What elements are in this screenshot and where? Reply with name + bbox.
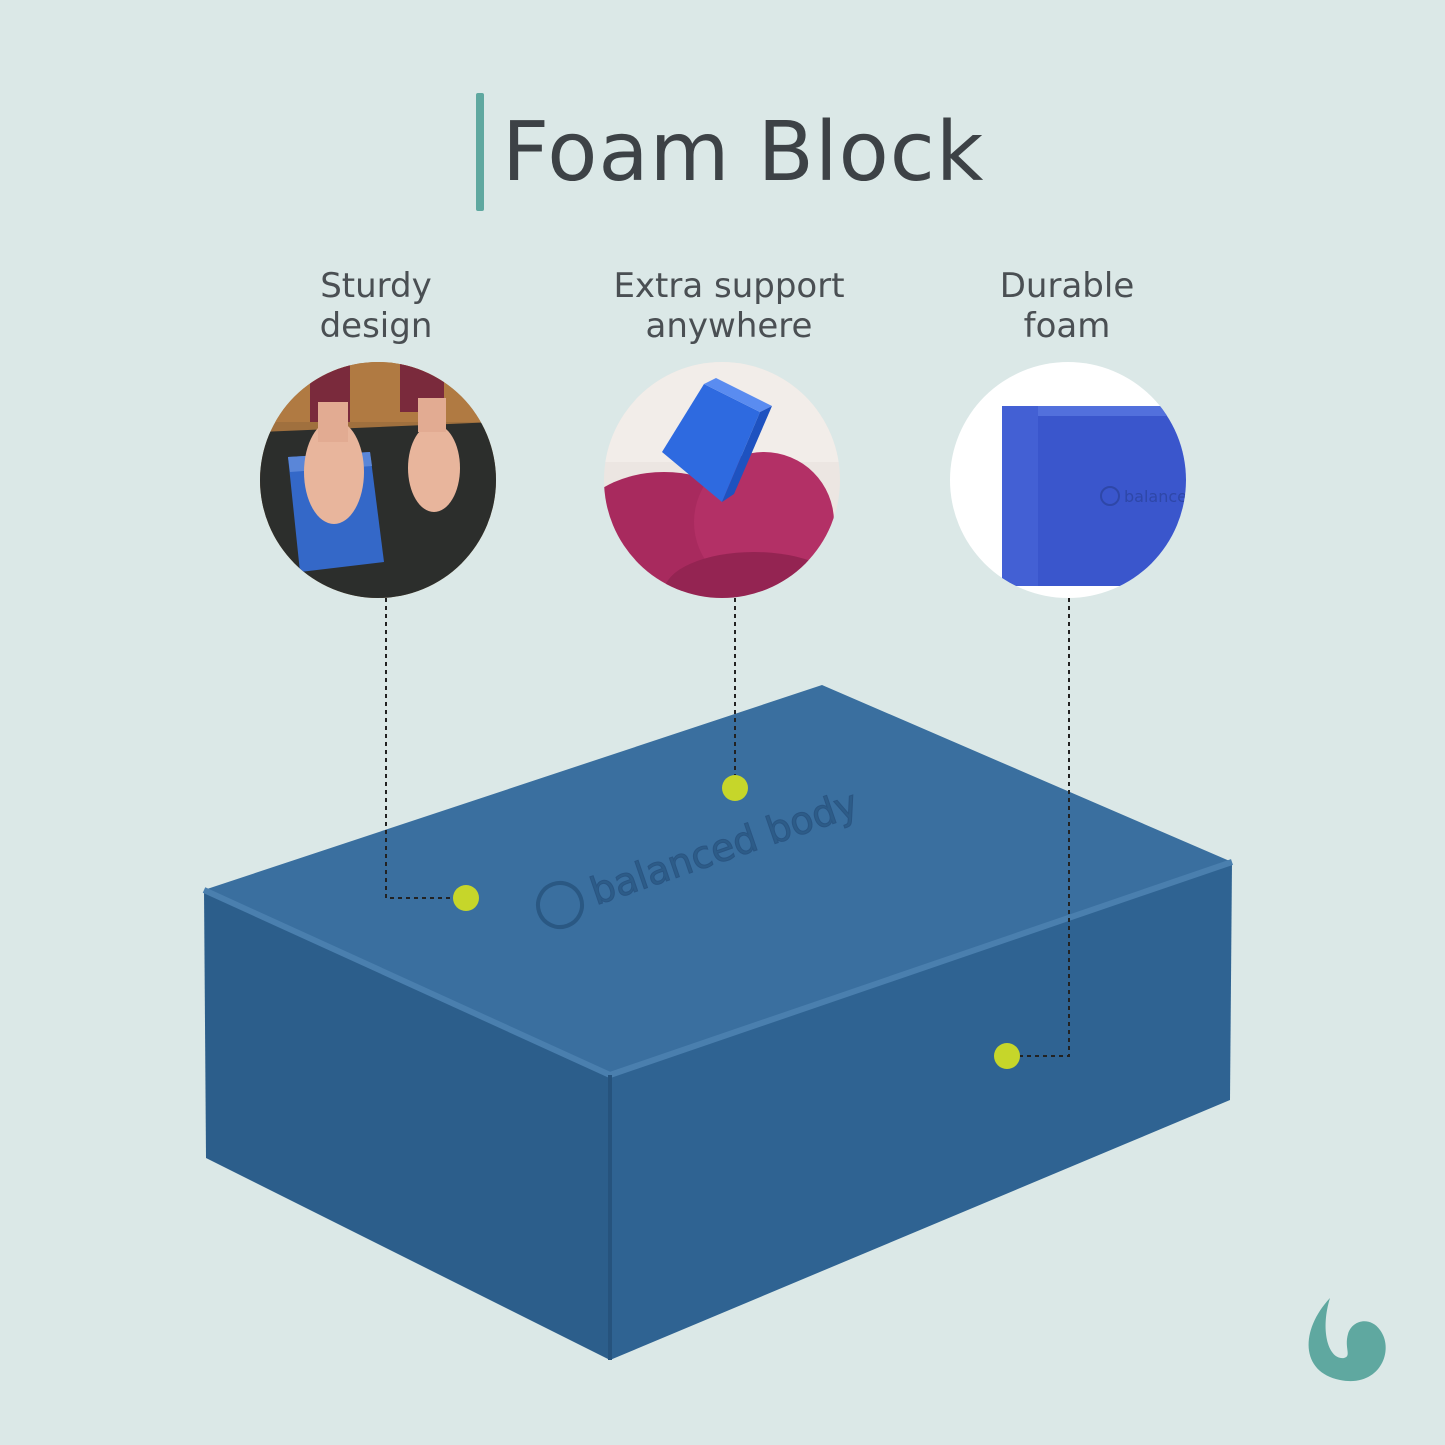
- callout-dot-support: [722, 775, 748, 801]
- feature-label-line: Sturdy: [320, 266, 432, 306]
- title-group: Foam Block: [476, 92, 984, 212]
- brand-logo-icon: [1308, 1298, 1386, 1382]
- connector-line-durable: [1007, 598, 1070, 1057]
- feature-label-sturdy: Sturdy design: [216, 266, 536, 346]
- page-title: Foam Block: [502, 104, 985, 200]
- feature-label-line: design: [319, 306, 433, 346]
- feature-label-durable: Durable foam: [907, 266, 1227, 346]
- connector-line-sturdy: [385, 598, 466, 899]
- feature-label-support: Extra support anywhere: [569, 266, 889, 346]
- block-logo-icon: [536, 881, 584, 929]
- feature-label-line: Extra support: [613, 266, 845, 306]
- feature-label-line: foam: [1023, 306, 1111, 346]
- feature-label-line: Durable: [999, 266, 1135, 306]
- block-front-face: [204, 890, 610, 1360]
- feature-label-line: anywhere: [645, 306, 813, 346]
- feature-image-block-knees: [604, 362, 840, 598]
- block-top-face: [204, 685, 1232, 1075]
- small-logo-text: balanced: [1124, 487, 1186, 506]
- title-accent-bar: [476, 93, 484, 211]
- feature-image-block-closeup: balanced: [950, 362, 1186, 598]
- block-right-face: [610, 862, 1232, 1360]
- callout-dot-sturdy: [453, 885, 479, 911]
- callout-dot-durable: [994, 1043, 1020, 1069]
